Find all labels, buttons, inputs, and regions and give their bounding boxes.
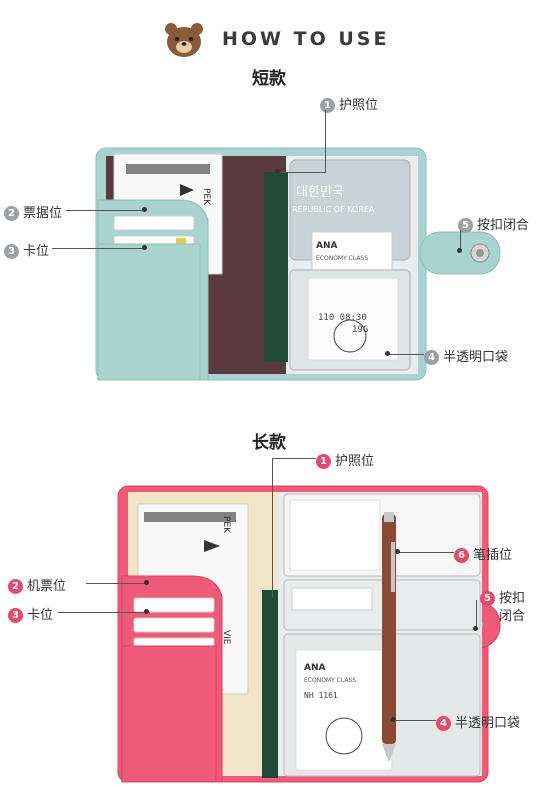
svg-text:ECONOMY CLASS: ECONOMY CLASS [304,677,356,684]
long-wallet-illustration: PEK VIE ANA ECONOMY CLASS NH 1161 [117,485,501,783]
svg-text:PEK: PEK [221,516,231,534]
svg-text:ANA: ANA [304,663,325,673]
short-passport-leader [325,110,326,172]
svg-text:PEK: PEK [201,188,211,206]
passport-text-ko: 대한민국 [296,185,344,200]
svg-text:ANA: ANA [316,241,337,251]
long-section-title: 长款 [252,433,286,453]
svg-text:110 08:30: 110 08:30 [318,313,367,323]
short-section-title: 短款 [252,69,286,89]
page-title: HOW TO USE [222,28,390,50]
svg-text:19G: 19G [352,325,368,335]
svg-text:ECONOMY CLASS: ECONOMY CLASS [316,255,368,262]
svg-text:VIE: VIE [221,630,231,645]
short-wallet-illustration: PEK 대한민국 REPUBLIC OF KOREA ANA ECONOMY C… [95,147,501,381]
svg-text:NH 1161: NH 1161 [304,691,338,700]
svg-text:REPUBLIC OF KOREA: REPUBLIC OF KOREA [292,205,375,214]
bear-head-icon [165,23,203,57]
